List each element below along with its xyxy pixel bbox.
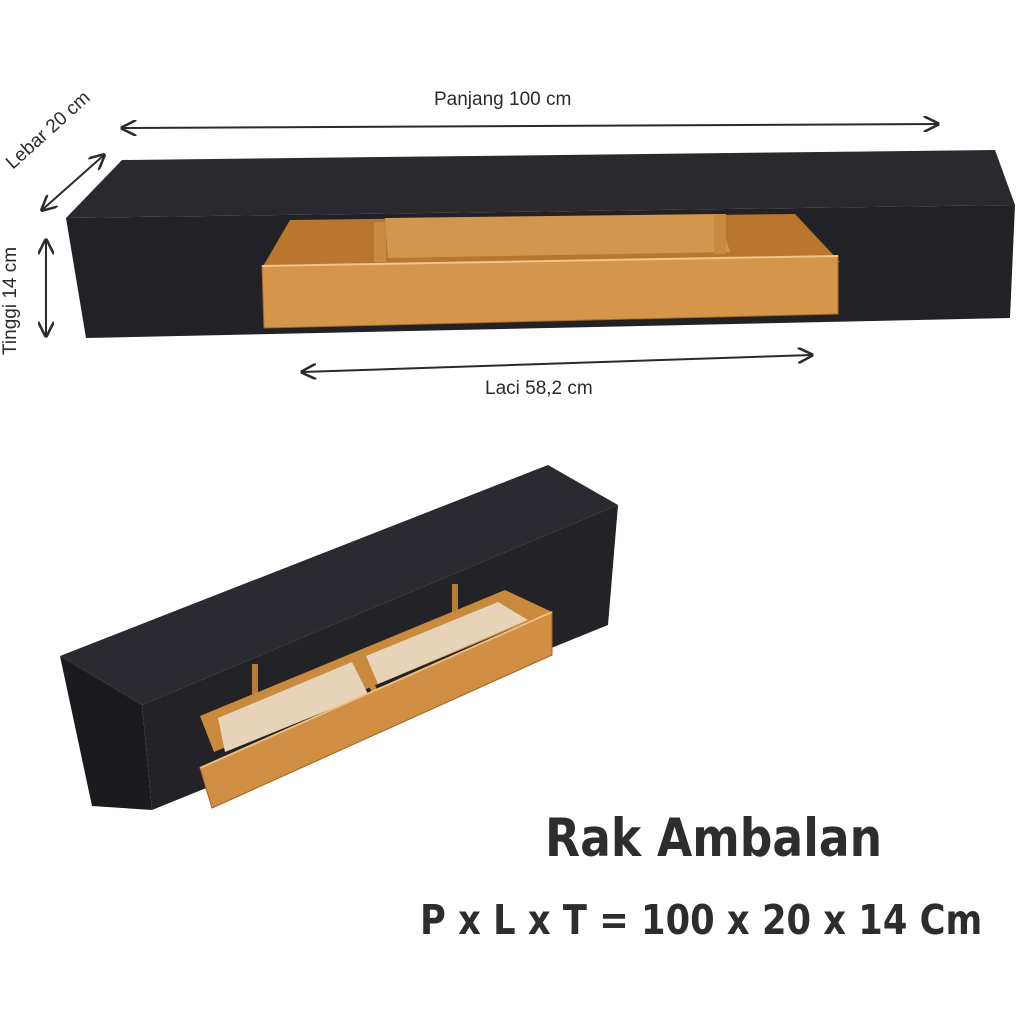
label-tinggi: Tinggi 14 cm [0,246,21,355]
label-laci: Laci 58,2 cm [485,378,593,399]
product-spec: P x L x T = 100 x 20 x 14 Cm [420,896,983,944]
divider-right [714,214,726,254]
shelf-top-face-2 [60,465,618,705]
drawer-inside-left [218,662,368,752]
shelf-front-view [66,150,1015,338]
product-title: Rak Ambalan [545,808,883,869]
arrow-panjang [122,124,938,128]
label-panjang: Panjang 100 cm [434,89,572,110]
cavity-back [385,214,730,258]
arrow-lebar [42,155,104,210]
shelf-top-face [66,150,1015,218]
shelf-end-face-2 [60,656,152,810]
shelf-perspective-view [60,465,618,810]
divider-left [374,222,386,262]
arrow-laci [302,355,812,372]
drawer-inside-right [366,602,528,684]
